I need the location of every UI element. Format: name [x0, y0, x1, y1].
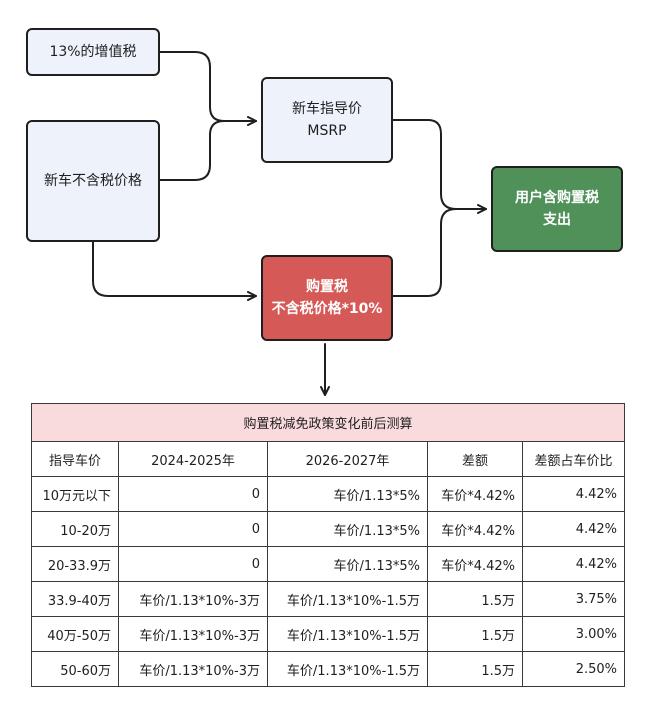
user-cost-box: 用户含购置税 支出: [491, 166, 623, 252]
cell-guide-price: 40万-50万: [31, 616, 119, 652]
cell-2026-2027: 车价/1.13*5%: [267, 546, 428, 582]
cell-difference-ratio: 3.75%: [521, 581, 626, 617]
table-header-row: 指导车价 2024-2025年 2026-2027年 差额 差额占车价比: [31, 441, 626, 477]
cell-difference: 车价*4.42%: [427, 511, 523, 547]
cell-difference: 车价*4.42%: [427, 476, 523, 512]
price-to-msrp-connector: [159, 120, 257, 181]
cell-2024-2025: 车价/1.13*10%-3万: [118, 616, 268, 652]
cell-2026-2027: 车价/1.13*5%: [267, 511, 428, 547]
cell-guide-price: 50-60万: [31, 651, 119, 687]
table-row: 40万-50万 车价/1.13*10%-3万 车价/1.13*10%-1.5万 …: [31, 616, 626, 652]
cell-difference: 1.5万: [427, 581, 523, 617]
msrp-label-line2: MSRP: [307, 123, 347, 139]
cell-difference-ratio: 3.00%: [521, 616, 626, 652]
msrp-box: 新车指导价 MSRP: [261, 77, 393, 163]
cell-difference-ratio: 2.50%: [521, 651, 626, 687]
cell-guide-price: 10-20万: [31, 511, 119, 547]
price-ex-tax-label: 新车不含税价格: [44, 173, 142, 189]
user-cost-label-line2: 支出: [543, 212, 571, 228]
table-row: 10-20万 0 车价/1.13*5% 车价*4.42% 4.42%: [31, 511, 626, 547]
cell-guide-price: 10万元以下: [31, 476, 119, 512]
cell-2026-2027: 车价/1.13*10%-1.5万: [267, 651, 428, 687]
cell-2026-2027: 车价/1.13*5%: [267, 476, 428, 512]
cell-2026-2027: 车价/1.13*10%-1.5万: [267, 616, 428, 652]
cell-difference-ratio: 4.42%: [521, 511, 626, 547]
tax-reduction-table-wrapper: 购置税减免政策变化前后测算 指导车价 2024-2025年 2026-2027年…: [30, 403, 626, 687]
cell-2024-2025: 0: [118, 546, 268, 582]
table-row: 10万元以下 0 车价/1.13*5% 车价*4.42% 4.42%: [31, 476, 626, 512]
msrp-label-line1: 新车指导价: [292, 101, 362, 117]
purchase-tax-label-line2: 不含税价格*10%: [271, 301, 383, 317]
cell-guide-price: 20-33.9万: [31, 546, 119, 582]
cell-difference: 车价*4.42%: [427, 546, 523, 582]
vat-label: 13%的增值税: [49, 44, 137, 60]
cell-2024-2025: 车价/1.13*10%-3万: [118, 651, 268, 687]
cell-2024-2025: 0: [118, 511, 268, 547]
header-difference: 差额: [427, 441, 523, 477]
purchase-tax-label-line1: 购置税: [306, 279, 348, 295]
purchase-tax-to-user-cost-connector: [392, 208, 487, 297]
vat-box: 13%的增值税: [26, 28, 160, 76]
vat-to-msrp-connector: [159, 51, 257, 126]
cell-difference-ratio: 4.42%: [521, 476, 626, 512]
cell-2026-2027: 车价/1.13*10%-1.5万: [267, 581, 428, 617]
cell-difference: 1.5万: [427, 616, 523, 652]
price-ex-tax-box: 新车不含税价格: [26, 120, 160, 242]
price-to-purchase-tax-connector: [92, 241, 257, 301]
header-2026-2027: 2026-2027年: [267, 441, 428, 477]
cell-difference-ratio: 4.42%: [521, 546, 626, 582]
cell-2024-2025: 0: [118, 476, 268, 512]
table-caption: 购置税减免政策变化前后测算: [30, 403, 626, 442]
table-row: 50-60万 车价/1.13*10%-3万 车价/1.13*10%-1.5万 1…: [31, 651, 626, 687]
table-row: 33.9-40万 车价/1.13*10%-3万 车价/1.13*10%-1.5万…: [31, 581, 626, 617]
header-2024-2025: 2024-2025年: [118, 441, 268, 477]
user-cost-label-line1: 用户含购置税: [515, 190, 599, 206]
header-guide-price: 指导车价: [31, 441, 119, 477]
table-row: 20-33.9万 0 车价/1.13*5% 车价*4.42% 4.42%: [31, 546, 626, 582]
header-difference-ratio: 差额占车价比: [521, 441, 626, 477]
cell-difference: 1.5万: [427, 651, 523, 687]
cell-2024-2025: 车价/1.13*10%-3万: [118, 581, 268, 617]
purchase-tax-box: 购置税 不含税价格*10%: [261, 255, 393, 341]
msrp-to-user-cost-connector: [392, 119, 487, 214]
flow-connectors: [92, 51, 487, 396]
cell-guide-price: 33.9-40万: [31, 581, 119, 617]
tax-reduction-table: 购置税减免政策变化前后测算 指导车价 2024-2025年 2026-2027年…: [30, 403, 626, 687]
